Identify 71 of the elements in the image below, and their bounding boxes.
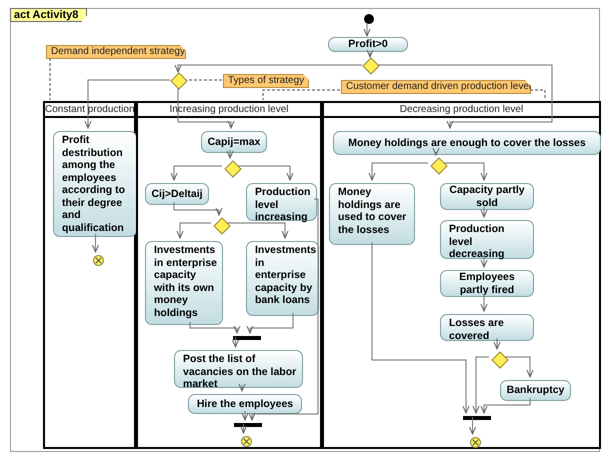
flow-arrow <box>480 294 488 312</box>
action-box: Profit>0 <box>328 37 408 52</box>
decision-diamond <box>363 58 379 74</box>
action-box: Losses are covered <box>440 314 534 341</box>
flow-arrow <box>174 202 222 216</box>
action-box: Production level increasing <box>246 183 317 221</box>
flow-arrow <box>494 338 500 350</box>
action-box: Capij=max <box>201 131 267 153</box>
join-bar <box>233 336 261 340</box>
action-box: Investments in enterprise capacity by bank loans <box>246 241 319 316</box>
flow-arrow <box>480 206 488 218</box>
action-box: Employees partly fired <box>440 270 534 297</box>
swimlane <box>136 101 322 449</box>
final-node <box>241 436 252 447</box>
flow-arrow <box>480 256 488 268</box>
action-box: Bankruptcy <box>500 380 571 401</box>
flow-arrow <box>170 166 222 180</box>
flow-arrow <box>232 336 239 348</box>
note-link <box>530 90 546 100</box>
decision-diamond <box>492 352 508 368</box>
flow-arrow <box>176 222 212 238</box>
flow-arrow <box>190 322 240 334</box>
final-node <box>470 437 481 448</box>
flow-arrow <box>248 198 318 420</box>
action-box: Investments in enterprise capacity with its own money holdings <box>145 241 223 325</box>
flow-arrow <box>238 166 294 180</box>
flow-arrow <box>364 22 370 36</box>
decision-diamond <box>214 218 230 234</box>
flow-arrow <box>240 424 247 434</box>
flow-arrow <box>432 148 440 156</box>
join-bar <box>463 416 491 420</box>
flow-arrow <box>469 416 476 434</box>
flow-arrow <box>444 162 488 180</box>
note: Types of strategy <box>223 74 309 88</box>
swimlane-header: Decreasing production level <box>324 103 599 118</box>
flow-arrow <box>480 398 530 414</box>
action-box: Profit destribution among the employees according to their degree and qualification <box>53 131 137 237</box>
flow-arrow <box>174 64 362 72</box>
flow-arrow <box>226 222 288 238</box>
flow-arrow <box>238 384 246 392</box>
note-link <box>262 90 340 100</box>
flow-arrow <box>368 162 428 180</box>
final-node <box>93 255 104 266</box>
flow-arrow <box>92 234 99 252</box>
flow-arrow <box>226 150 234 158</box>
flow-arrow <box>504 356 534 378</box>
flow-arrow <box>372 242 470 414</box>
action-box: Capacity partly sold <box>440 183 534 210</box>
action-box: Production level decreasing <box>440 220 534 259</box>
decision-diamond <box>225 161 241 177</box>
flow-arrow <box>246 312 294 334</box>
decision-diamond <box>431 158 447 174</box>
swimlane <box>43 101 136 449</box>
flow-arrow <box>84 80 170 128</box>
join-bar <box>234 423 262 427</box>
flow-arrow <box>366 50 374 58</box>
initial-node <box>364 14 374 24</box>
frame-label: act Activity8 <box>10 8 88 22</box>
flow-arrow <box>378 64 552 128</box>
action-box: Money holdings are used to cover the losses <box>329 183 415 245</box>
action-box: Hire the employees <box>188 394 302 414</box>
swimlane <box>322 101 601 449</box>
note: Demand independent strategy <box>46 45 186 59</box>
action-box: Money holdings are enough to cover the losses <box>333 131 601 155</box>
flow-arrow <box>472 356 490 414</box>
decision-diamond <box>171 73 187 89</box>
action-box: Post the list of vacancies on the labor market <box>174 350 303 388</box>
activity-frame <box>10 8 600 452</box>
flow-arrow <box>242 410 248 420</box>
swimlane-header: Constant production <box>45 103 134 118</box>
action-box: Cij>Deltaij <box>145 183 209 205</box>
